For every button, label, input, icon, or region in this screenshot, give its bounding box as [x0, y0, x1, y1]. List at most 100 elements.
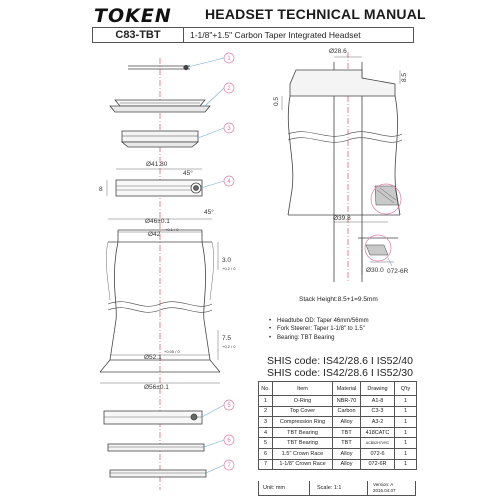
part-tbt-bearing-top — [115, 179, 203, 197]
col-header-qty: Q'ty — [394, 381, 417, 396]
cell-drawing: A3-2 — [360, 416, 395, 428]
cell-material: Alloy — [332, 447, 361, 460]
part-o-ring — [128, 64, 190, 71]
cell-material: Carbon — [332, 405, 361, 418]
parts-table-header: No. Item Material Drawing Q'ty — [258, 381, 417, 396]
part-tbt-bearing-bottom — [103, 410, 203, 425]
part-compression-ring — [120, 130, 200, 148]
cell-item: Compression Ring — [272, 416, 333, 428]
footer-divider — [309, 481, 310, 496]
cell-item: Top Cover — [272, 405, 333, 418]
part-crown-race-1-5 — [107, 443, 205, 452]
callout-3-label: 3 — [227, 126, 231, 132]
cell-material: NBR-70 — [332, 395, 361, 407]
cell-qty: 1 — [394, 458, 417, 471]
cell-material: Alloy — [332, 416, 361, 428]
callout-5-label: 5 — [227, 403, 231, 409]
table-row: 3 Compression Ring Alloy A3-2 1 — [258, 416, 417, 428]
callout-7-label: 7 — [227, 463, 231, 469]
cell-material: TBT — [332, 426, 361, 439]
dim-crown-race-code: 072-6R — [387, 268, 409, 275]
cell-item: 1.5" Crown Race — [272, 447, 333, 460]
cell-no: 7 — [258, 458, 273, 471]
dim-bearing-od: Ø41.80 — [146, 161, 168, 168]
cell-qty: 1 — [394, 416, 417, 428]
cell-drawing: C3-3 — [360, 405, 395, 418]
dim-cup-bottom-id: Ø52.1 — [144, 354, 162, 361]
note-fork-steerer: Fork Steerer: Taper 1-1/8" to 1.5" — [268, 325, 369, 334]
detail-circle-crown-race — [364, 234, 392, 262]
stack-height-note: Stack Height:8.5+1=9.5mm — [299, 296, 378, 303]
dim-top-gap: 0.5 — [273, 97, 280, 106]
callout-6 — [223, 434, 235, 446]
cell-drawing: ACB52H7VRC — [360, 437, 395, 449]
dim-cup-bottom-depth: 7.5 — [222, 335, 231, 342]
title-block-footer: Unit: mm Scale: 1:1 Version: A 2016.04.0… — [258, 481, 416, 496]
dim-cup-top-id-tol: +0.1 / 0 — [165, 227, 179, 232]
dim-cup-bottom-od: Ø56±0.1 — [144, 384, 169, 391]
callout-1-label: 1 — [227, 56, 231, 62]
table-row: 2 Top Cover Carbon C3-3 1 — [258, 405, 417, 418]
callout-1 — [223, 52, 235, 64]
release-date: 2016.04.07 — [373, 488, 396, 493]
cell-drawing: 072-6R — [360, 458, 395, 471]
cell-item: TBT Bearing — [272, 426, 333, 439]
parts-table: No. Item Material Drawing Q'ty 1 O-Ring … — [258, 381, 417, 471]
dim-top-stack: 8.5 — [401, 73, 408, 82]
callout-2-label: 2 — [227, 86, 231, 92]
part-crown-race-1-1-8 — [109, 469, 207, 478]
col-header-material: Material — [332, 381, 361, 396]
dim-cup-bottom-depth-tol: +0.2 / 0 — [222, 344, 236, 349]
callout-3 — [223, 122, 235, 134]
col-header-no: No. — [258, 381, 273, 396]
note-bearing: Bearing: TBT Bearing — [268, 334, 369, 343]
manual-title: HEADSET TECHNICAL MANUAL — [205, 6, 426, 22]
col-header-drawing: Drawing — [360, 381, 395, 396]
cell-no: 1 — [258, 395, 273, 407]
cell-no: 6 — [258, 447, 273, 460]
cell-qty: 1 — [394, 426, 417, 439]
dim-steerer-dia: Ø28.6 — [329, 48, 347, 55]
dim-angle-top: 45° — [183, 169, 193, 177]
cell-qty: 1 — [394, 437, 417, 449]
cell-material: TBT — [332, 437, 361, 449]
cell-no: 5 — [258, 437, 273, 449]
table-row: 7 1-1/8" Crown Race Alloy 072-6R 1 — [258, 458, 417, 471]
dim-lower-race-dia: Ø39.8 — [333, 215, 351, 222]
callout-4-label: 4 — [227, 179, 231, 185]
spec-notes: Headtube OD: Taper 46mm/56mm Fork Steere… — [268, 317, 369, 343]
col-header-item: Item — [272, 381, 333, 396]
note-headtube: Headtube OD: Taper 46mm/56mm — [268, 317, 369, 326]
detail-circle-bearing — [370, 183, 402, 215]
dim-crown-race-dia: Ø30.0 — [366, 267, 384, 274]
table-row: 5 TBT Bearing TBT ACB52H7VRC 1 — [258, 437, 417, 449]
version-label: Version: A — [373, 482, 394, 487]
footer-divider — [367, 481, 368, 496]
cell-item: 1-1/8" Crown Race — [272, 458, 333, 471]
svg-text:TOKEN: TOKEN — [94, 5, 172, 26]
dim-bearing-height: 8 — [99, 186, 103, 193]
table-row: 4 TBT Bearing TBT 418CATC 1 — [258, 426, 417, 439]
scale-label: Scale: 1:1 — [317, 485, 342, 491]
cell-drawing: 418CATC — [360, 426, 395, 439]
table-row: 6 1.5" Crown Race Alloy 072-6 1 — [258, 447, 417, 460]
dim-cup-bottom-id-tol: +0.05 / 0 — [164, 349, 180, 354]
dim-cup-top-depth-tol: +0.2 / 0 — [222, 266, 236, 271]
model-code: C83-TBT — [92, 27, 184, 43]
cell-qty: 1 — [394, 395, 417, 407]
unit-label: Unit: mm — [263, 485, 285, 491]
dim-cup-top-depth: 3.0 — [222, 257, 231, 264]
shis-code-2: SHIS code: IS42/28.6 I IS52/30 — [267, 367, 413, 379]
cell-material: Alloy — [332, 458, 361, 471]
dim-angle-bottom: 45° — [204, 208, 214, 216]
table-row: 1 O-Ring NBR-70 A1-8 1 — [258, 395, 417, 407]
cell-drawing: A1-8 — [360, 395, 395, 407]
cell-item: TBT Bearing — [272, 437, 333, 449]
part-top-cover — [109, 99, 211, 113]
product-subtitle: 1-1/8"+1.5" Carbon Taper Integrated Head… — [184, 27, 414, 43]
callout-2 — [223, 82, 235, 94]
version-block: Version: A 2016.04.07 — [373, 482, 396, 494]
